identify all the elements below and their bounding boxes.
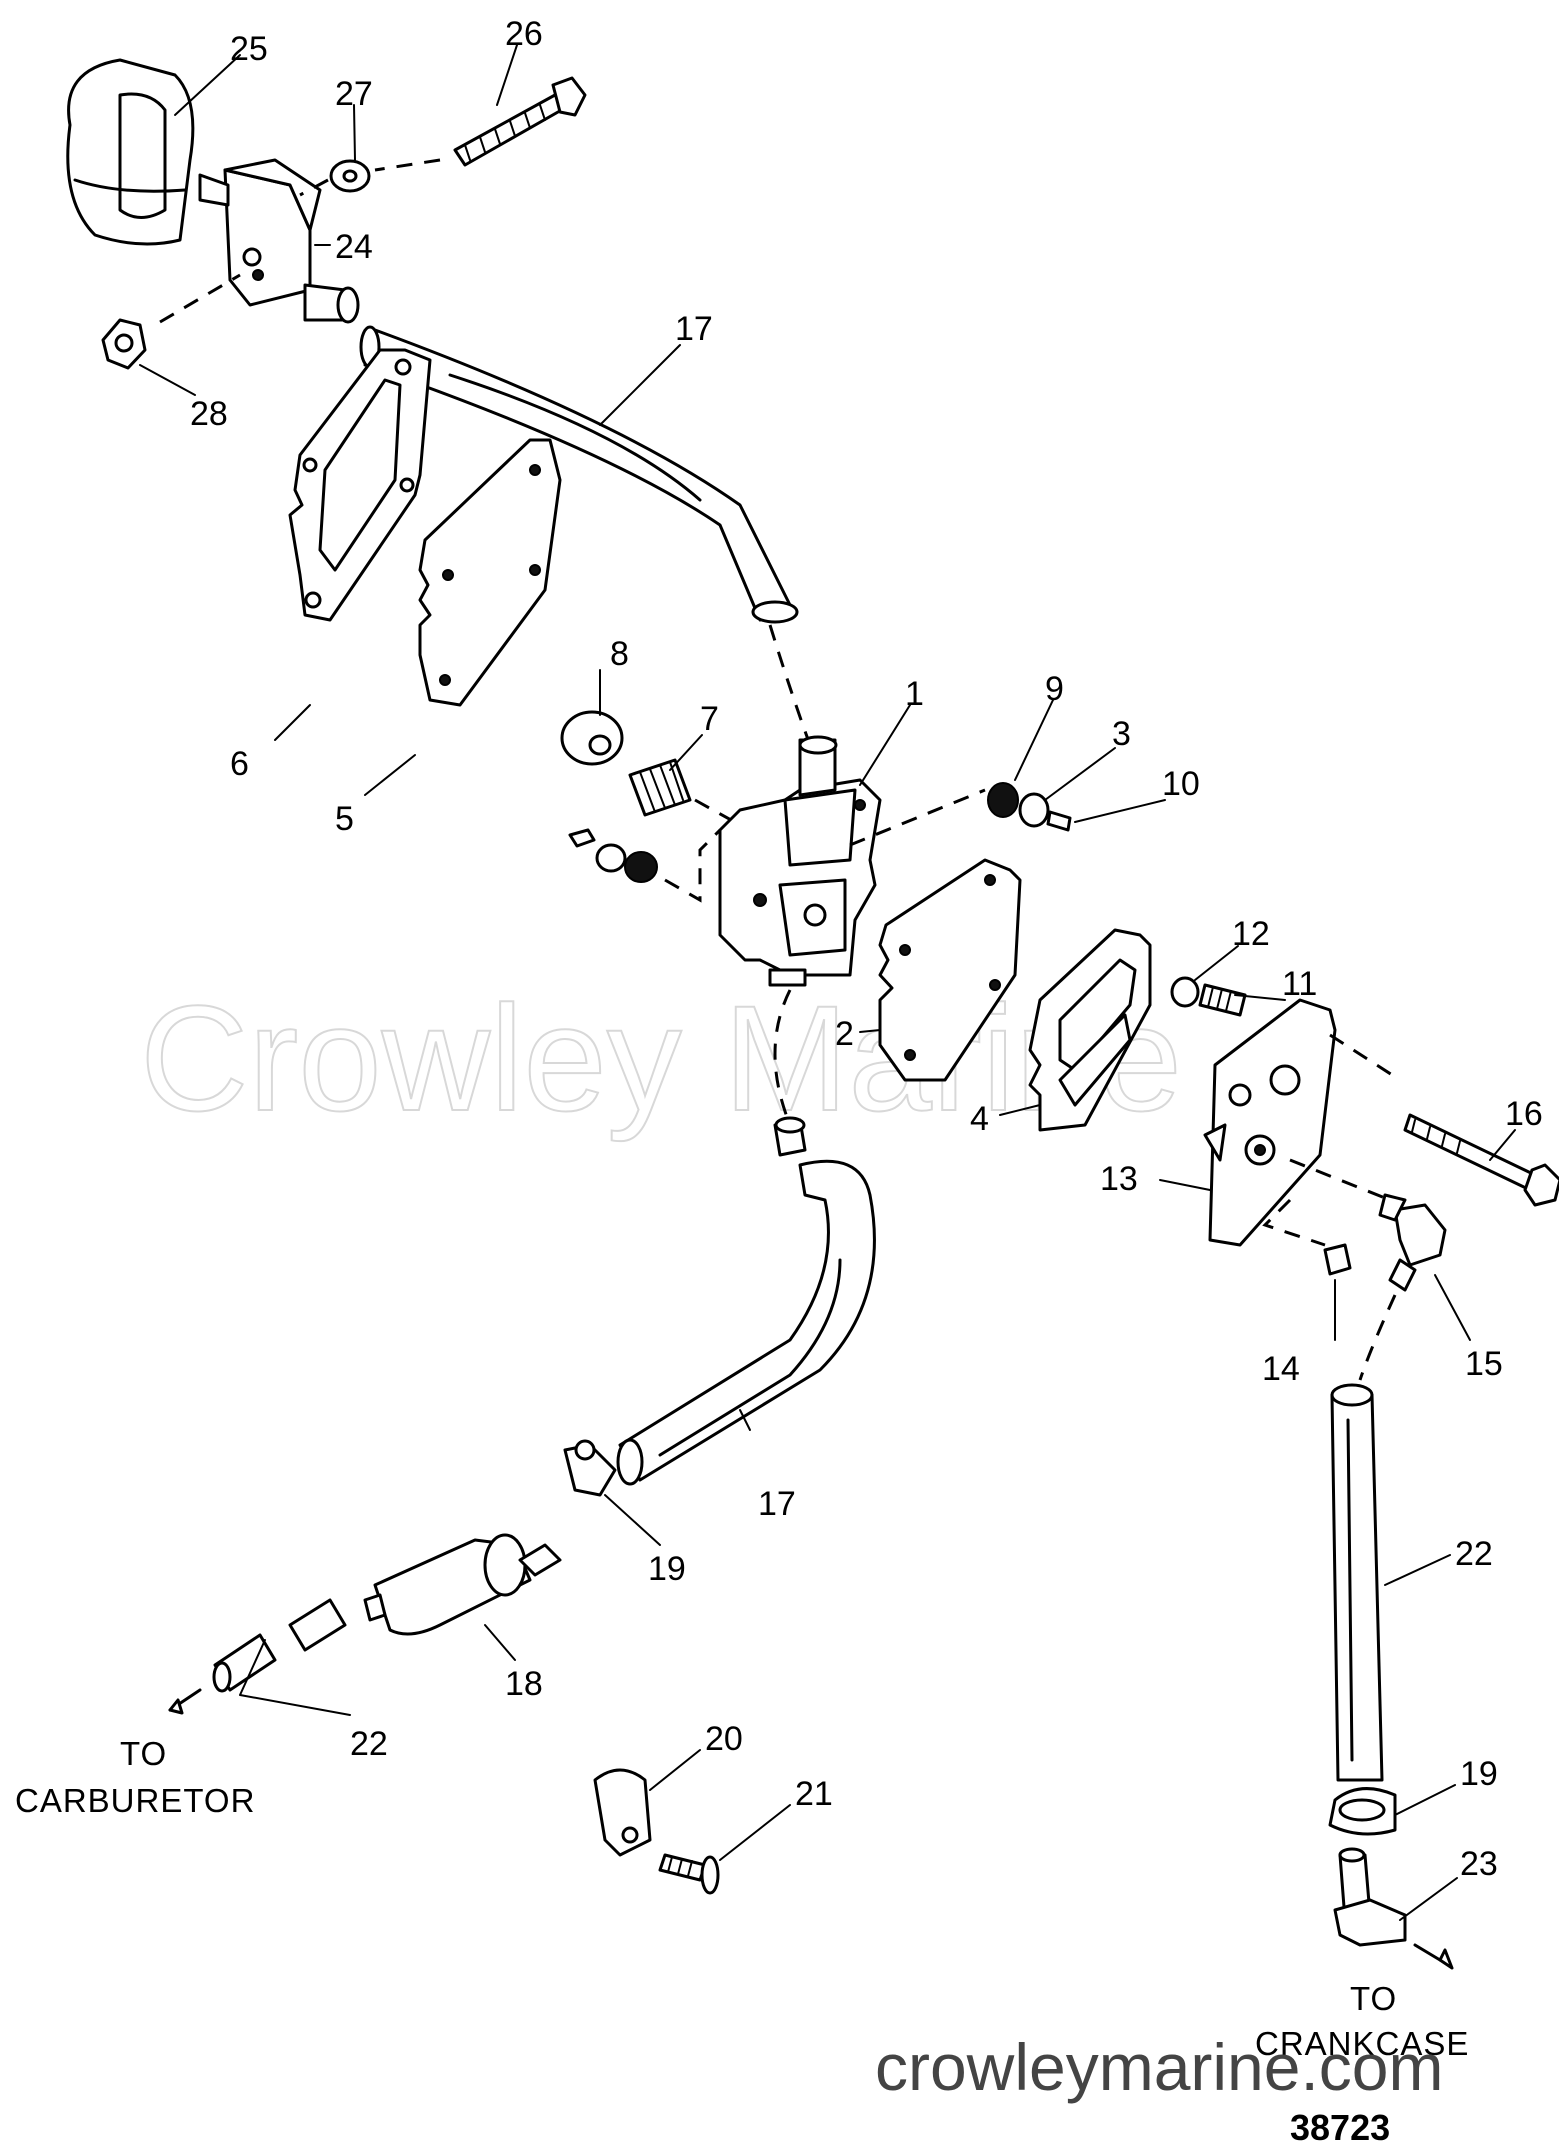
callout-18: 18 bbox=[505, 1665, 543, 1703]
callout-13: 13 bbox=[1100, 1160, 1138, 1198]
callout-numbers: 25 26 27 24 28 17 8 7 6 5 1 9 3 10 12 11… bbox=[190, 15, 1543, 1883]
part-28-nut bbox=[101, 318, 147, 370]
part-4-gasket bbox=[1028, 928, 1152, 1132]
part-27-washer bbox=[329, 159, 371, 193]
part-24-valve-body bbox=[198, 158, 360, 324]
part-21-screw bbox=[658, 1853, 720, 1895]
callout-15: 15 bbox=[1465, 1345, 1503, 1383]
callout-9: 9 bbox=[1045, 670, 1064, 708]
part-23-elbow bbox=[1333, 1847, 1407, 1947]
callout-22-right: 22 bbox=[1455, 1535, 1493, 1573]
callout-1: 1 bbox=[905, 675, 924, 713]
part-16-bolt bbox=[1403, 1113, 1559, 1207]
callout-10: 10 bbox=[1162, 765, 1200, 803]
callout-19-lower: 19 bbox=[648, 1550, 686, 1588]
callout-4: 4 bbox=[970, 1100, 989, 1138]
watermark-text: Crowley Marine bbox=[140, 974, 1182, 1142]
callout-25: 25 bbox=[230, 30, 268, 68]
callout-14: 14 bbox=[1262, 1350, 1300, 1388]
part-25-grommet bbox=[66, 58, 195, 246]
callout-8: 8 bbox=[610, 635, 629, 673]
part-11-spring bbox=[1198, 983, 1247, 1017]
part-14-plug bbox=[1323, 1243, 1352, 1276]
callout-23: 23 bbox=[1460, 1845, 1498, 1883]
part-17-lower-hose bbox=[616, 1159, 876, 1486]
part-6-gasket bbox=[288, 348, 432, 622]
callout-20: 20 bbox=[705, 1720, 743, 1758]
callout-26: 26 bbox=[505, 15, 543, 53]
part-19-clamp-lower bbox=[563, 1439, 617, 1497]
part-26-screw bbox=[453, 76, 587, 167]
part-20-clip bbox=[593, 1768, 652, 1857]
callout-16: 16 bbox=[1505, 1095, 1543, 1133]
part-18-fuel-filter bbox=[363, 1533, 562, 1636]
callout-27: 27 bbox=[335, 75, 373, 113]
part-13-pump-cover bbox=[1203, 998, 1337, 1247]
part-10-pin bbox=[1046, 810, 1072, 832]
part-22-short-hoses bbox=[212, 1598, 347, 1693]
callout-24: 24 bbox=[335, 228, 373, 266]
part-3-check-valve bbox=[1018, 792, 1050, 828]
callout-17-upper: 17 bbox=[675, 310, 713, 348]
part-1-pump-body bbox=[718, 735, 882, 987]
callout-5: 5 bbox=[335, 800, 354, 838]
part-22-right-hose bbox=[1330, 1383, 1384, 1782]
to-crankcase-line1: TO bbox=[1350, 1980, 1397, 2017]
part-5-diaphragm bbox=[418, 438, 562, 707]
part-8-diaphragm-plate bbox=[560, 710, 624, 766]
callout-7: 7 bbox=[700, 700, 719, 738]
callout-19-right: 19 bbox=[1460, 1755, 1498, 1793]
website-text: crowleymarine.com bbox=[875, 2030, 1443, 2104]
callout-11: 11 bbox=[1282, 965, 1317, 1003]
part-7-spring bbox=[628, 758, 692, 817]
callout-21: 21 bbox=[795, 1775, 833, 1813]
to-carburetor-line2: CARBURETOR bbox=[15, 1782, 255, 1819]
callout-3: 3 bbox=[1112, 715, 1131, 753]
part-9-screen bbox=[987, 782, 1019, 818]
callout-2: 2 bbox=[835, 1015, 854, 1053]
part-12-nut bbox=[1170, 976, 1200, 1008]
leader-lines bbox=[139, 44, 1516, 1921]
part-19-clamp-right bbox=[1328, 1787, 1397, 1836]
to-carburetor-line1: TO bbox=[120, 1735, 167, 1772]
figure-number: 38723 bbox=[1290, 2107, 1390, 2145]
part-hose-fitting bbox=[773, 1116, 807, 1157]
part-17-upper-hose bbox=[359, 325, 799, 624]
to-crankcase-line2: CRANKCASE bbox=[1255, 2025, 1469, 2062]
part-2-diaphragm bbox=[878, 858, 1022, 1082]
callout-12: 12 bbox=[1232, 915, 1270, 953]
callout-28: 28 bbox=[190, 395, 228, 433]
callout-22-short: 22 bbox=[350, 1725, 388, 1763]
callout-6: 6 bbox=[230, 745, 249, 783]
part-check-valve-left bbox=[568, 828, 658, 883]
part-15-elbow-fitting bbox=[1378, 1193, 1447, 1292]
callout-17-lower: 17 bbox=[758, 1485, 796, 1523]
